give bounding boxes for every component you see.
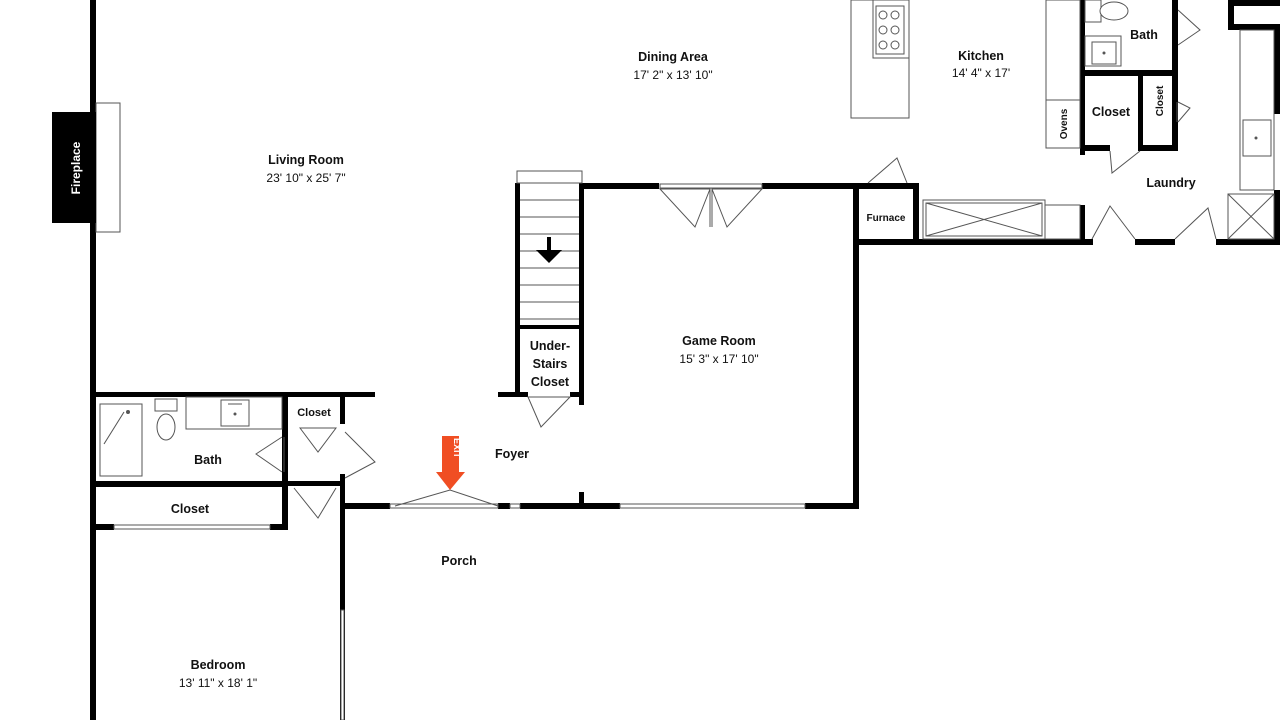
furnace-name: Furnace: [867, 213, 906, 224]
doors: [255, 9, 1217, 519]
room-labels: Living Room 23' 10" x 25' 7" Dining Area…: [69, 28, 1196, 690]
closet-kitchen-name: Closet: [1092, 105, 1131, 119]
foyer-name: Foyer: [495, 447, 529, 461]
bath-upper-name: Bath: [1130, 28, 1158, 42]
fireplace-label: Fireplace: [69, 141, 83, 194]
dining-area-dims: 17' 2" x 13' 10": [633, 68, 712, 82]
laundry-name: Laundry: [1146, 176, 1195, 190]
game-room-dims: 15' 3" x 17' 10": [679, 352, 758, 366]
stove-icon: [875, 5, 905, 55]
exit-label: EXIT: [452, 438, 462, 459]
under-stairs-line3: Closet: [531, 375, 570, 389]
living-room-name: Living Room: [268, 153, 344, 167]
toilet-icon: [154, 398, 178, 441]
porch-name: Porch: [441, 554, 476, 568]
sink-icon: [220, 399, 250, 427]
under-stairs-line1: Under-: [530, 339, 570, 353]
exit-arrow-icon: EXIT: [436, 436, 465, 490]
fixtures: [52, 0, 1275, 477]
closet-bedroom-name: Closet: [171, 502, 210, 516]
game-room-name: Game Room: [682, 334, 756, 348]
shower-icon: [99, 403, 143, 477]
ovens-name: Ovens: [1059, 108, 1070, 139]
walls: [90, 0, 1280, 720]
closet-kitchen-small-name: Closet: [1155, 85, 1166, 116]
toilet-icon: [1084, 0, 1129, 23]
kitchen-dims: 14' 4" x 17': [952, 66, 1010, 80]
fireplace-block: [52, 112, 96, 223]
kitchen-name: Kitchen: [958, 49, 1004, 63]
stair-treads: [520, 199, 579, 320]
sink-icon: [1242, 119, 1272, 157]
stairs-down-arrow-icon: [536, 237, 562, 263]
living-room-dims: 23' 10" x 25' 7": [266, 171, 345, 185]
dining-area-name: Dining Area: [638, 50, 709, 64]
closet-bath-lower-name: Closet: [297, 407, 331, 419]
bedroom-name: Bedroom: [191, 658, 246, 672]
bath-lower-name: Bath: [194, 453, 222, 467]
sink-icon: [1084, 35, 1122, 67]
bedroom-dims: 13' 11" x 18' 1": [179, 676, 257, 690]
under-stairs-line2: Stairs: [533, 357, 568, 371]
